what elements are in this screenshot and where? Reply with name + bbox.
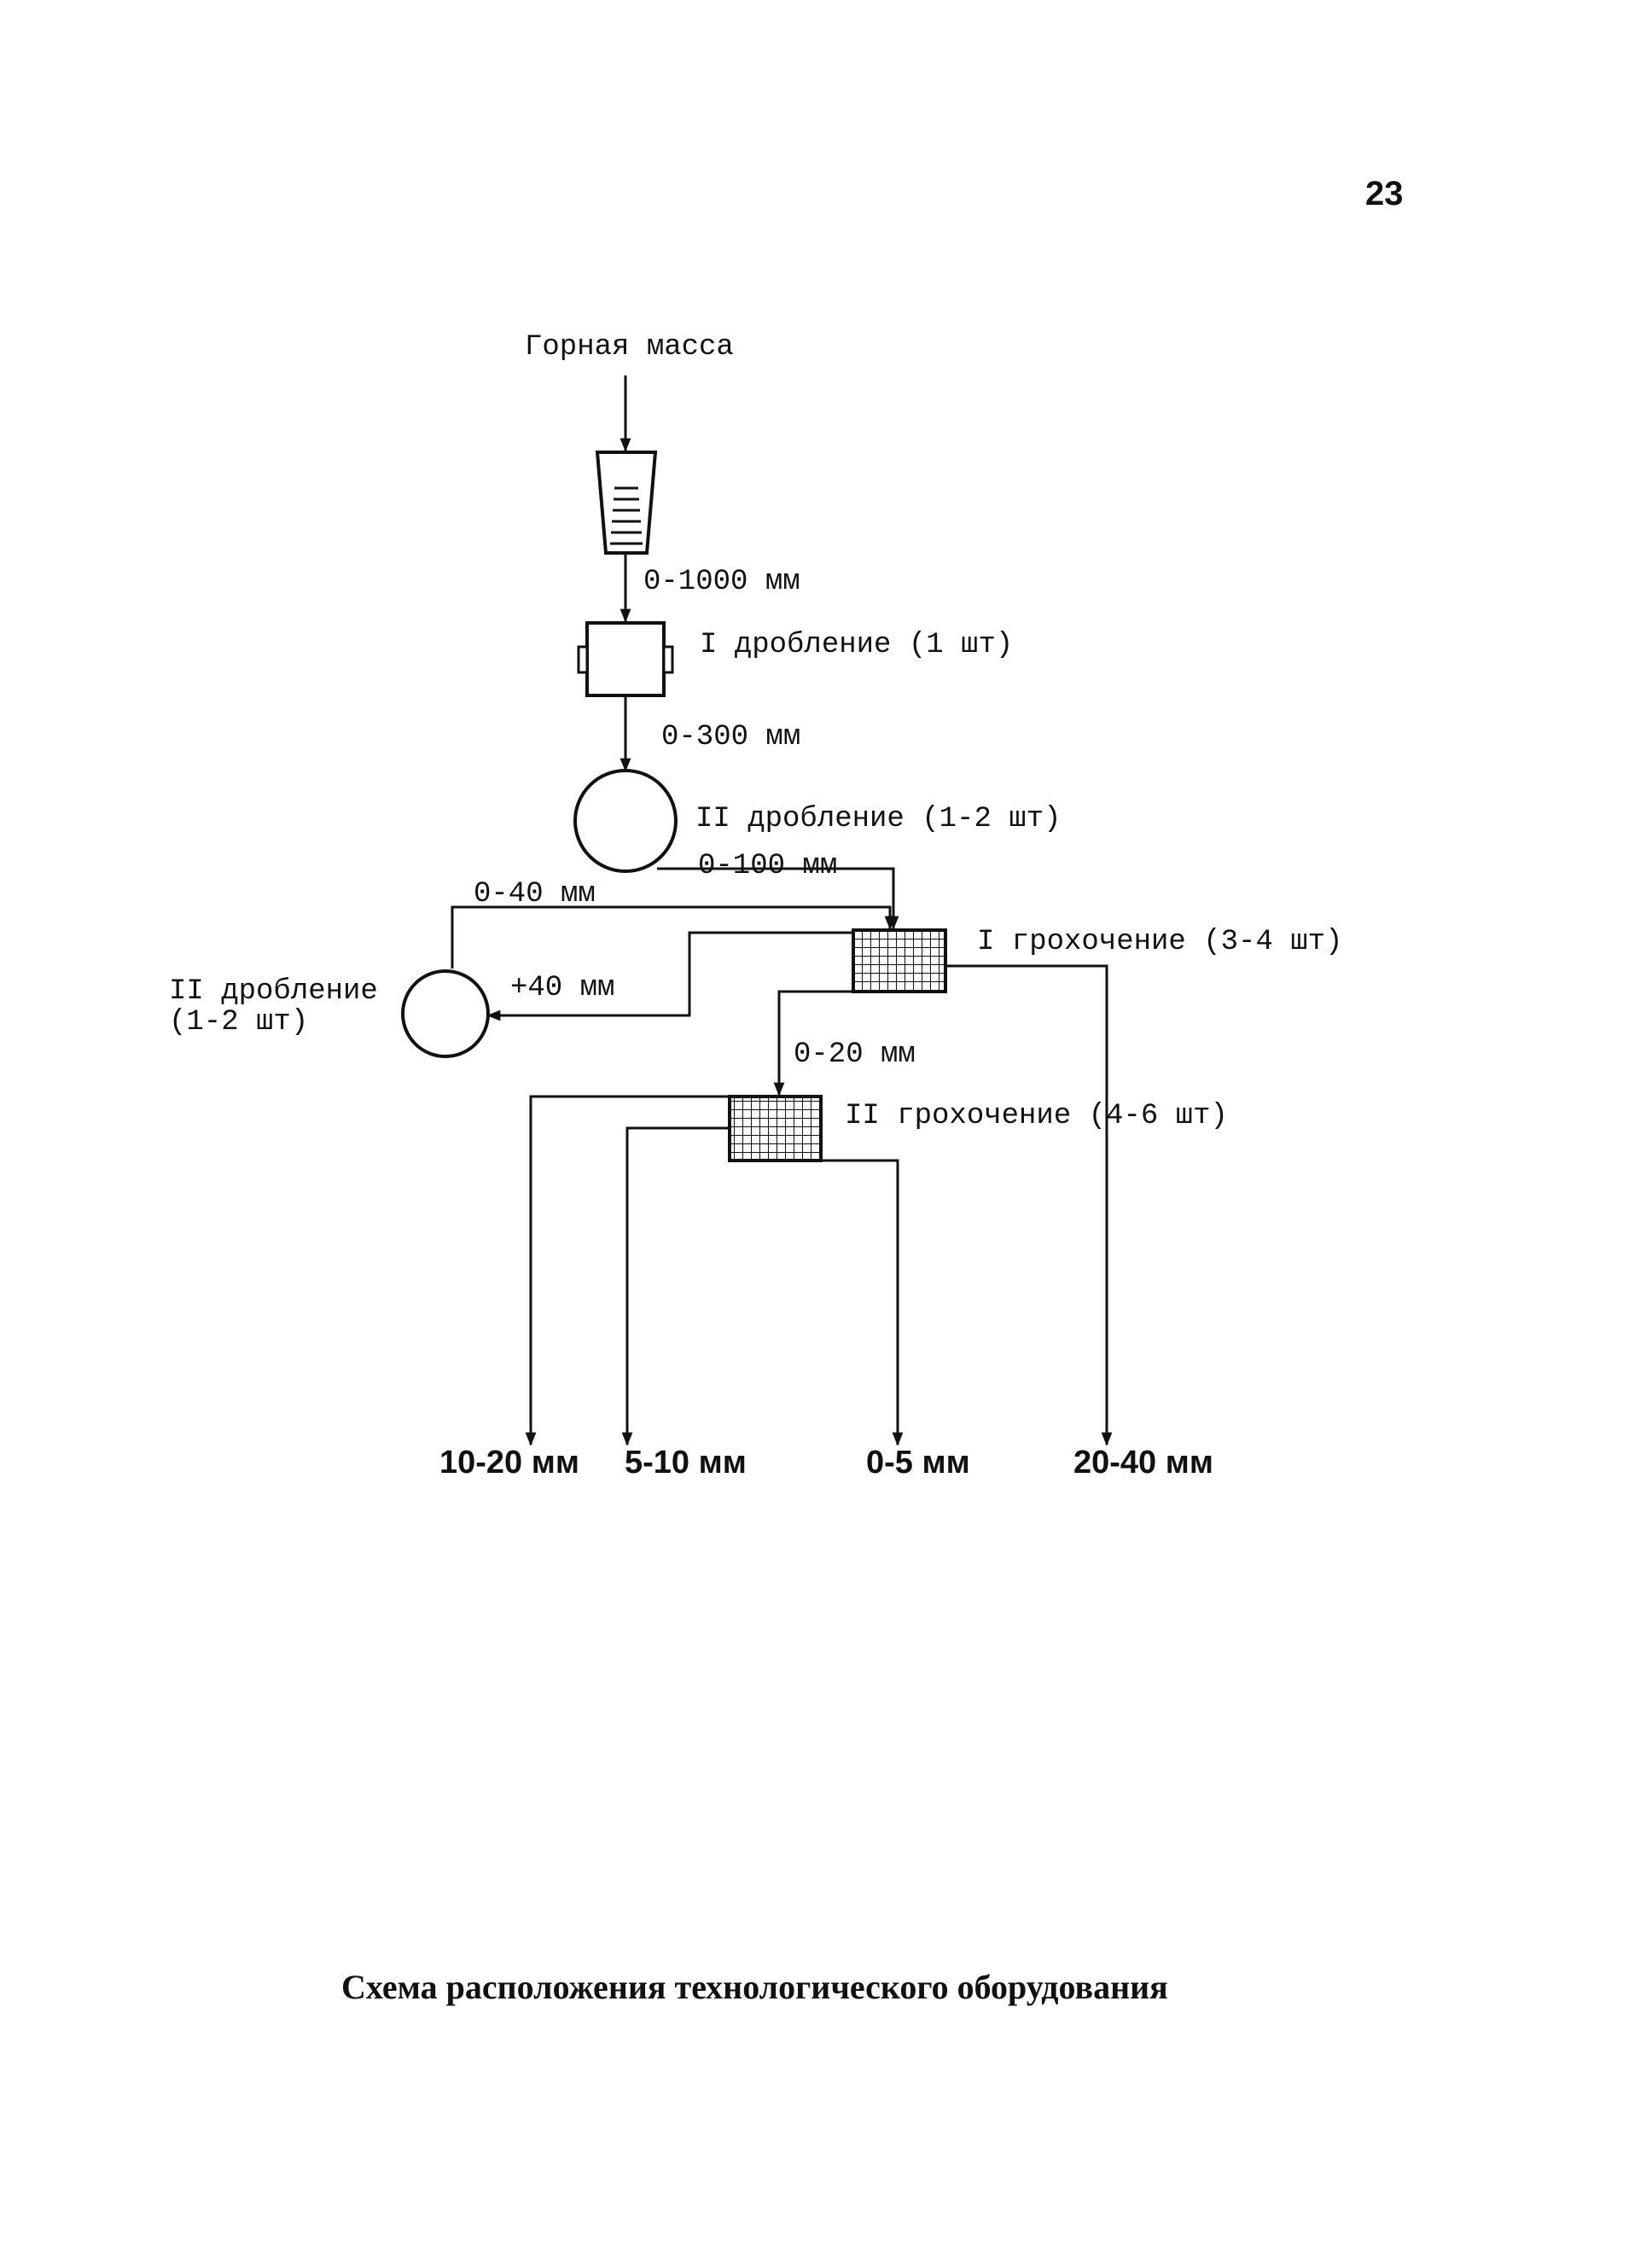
screen-2-icon: [728, 1095, 823, 1162]
page-number: 23: [1365, 175, 1404, 212]
stage-label-screening-1: I грохочение (3-4 шт): [977, 926, 1342, 958]
flow-arrow-0-100: [657, 867, 899, 930]
stage-label-crushing-1: I дробление (1 шт): [700, 629, 1013, 661]
output-arrow-10-20: [525, 1095, 730, 1446]
cone-crusher-icon: [573, 769, 678, 873]
stage-label-crushing-2: II дробление (1-2 шт): [695, 803, 1061, 835]
jaw-crusher-icon: [577, 621, 674, 697]
output-label-20-40: 20-40 мм: [1073, 1445, 1213, 1481]
stage-label-crushing-3-count: (1-2 шт): [169, 1006, 308, 1038]
flow-label-0-40: 0-40 мм: [474, 878, 596, 910]
screen-1-icon: [852, 928, 947, 993]
flow-label-0-300: 0-300 мм: [661, 721, 800, 753]
output-label-10-20: 10-20 мм: [439, 1445, 579, 1481]
flow-label-0-100: 0-100 мм: [698, 850, 837, 882]
stage-label-screening-2: II грохочение (4-6 шт): [845, 1100, 1228, 1132]
output-label-5-10: 5-10 мм: [625, 1445, 747, 1481]
stage-label-crushing-3: II дробление: [169, 975, 378, 1008]
figure-caption: Схема расположения технологического обор…: [341, 1968, 1168, 2006]
output-arrow-20-40: [945, 964, 1113, 1446]
output-label-0-5: 0-5 мм: [866, 1445, 970, 1481]
flow-arrow-plus-40: [486, 931, 853, 1021]
flow-label-0-20: 0-20 мм: [794, 1038, 916, 1071]
crusher-3-icon: [401, 969, 490, 1058]
output-arrow-0-5: [821, 1159, 904, 1446]
flow-arrow-0-20: [773, 990, 853, 1097]
output-arrow-5-10: [621, 1126, 730, 1446]
flow-label-0-1000: 0-1000 мм: [643, 566, 800, 598]
hopper-icon: [595, 451, 658, 555]
flow-arrow-0-40-return: [451, 905, 896, 969]
input-label: Горная масса: [525, 331, 734, 364]
flow-label-plus-40: +40 мм: [510, 972, 614, 1004]
